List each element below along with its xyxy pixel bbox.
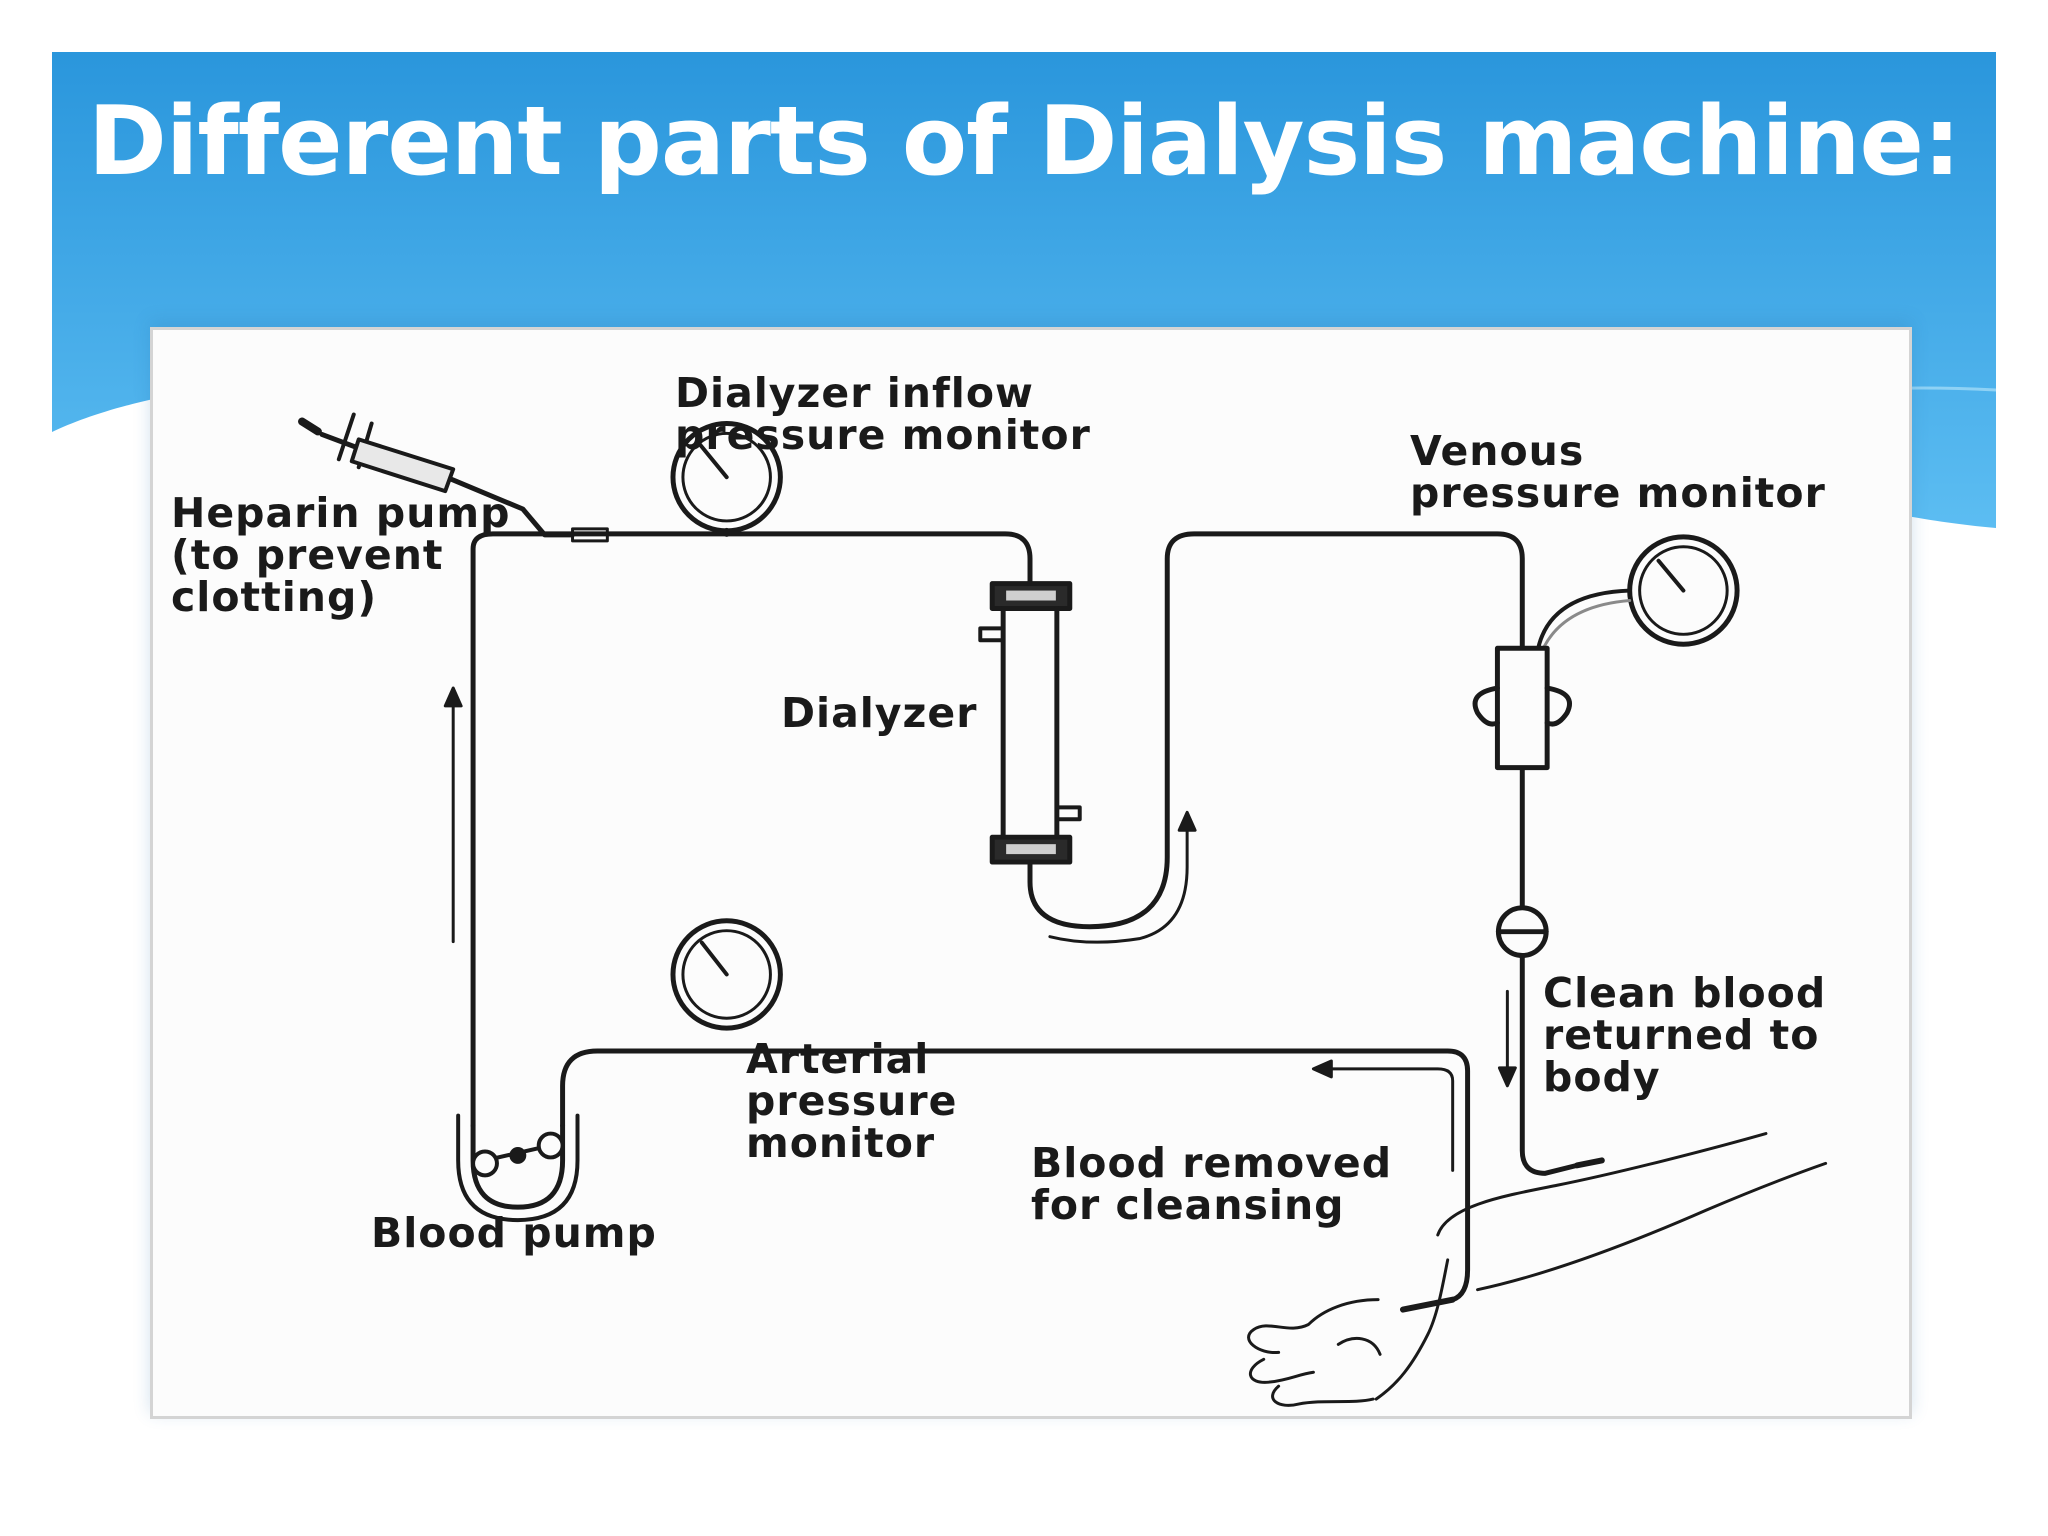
dialyzer-cartridge-icon	[978, 581, 1082, 865]
label-arterial-monitor: Arterial pressure monitor	[746, 1035, 958, 1167]
label-venous-monitor: Venous pressure monitor	[1410, 427, 1826, 517]
label-dialyzer: Dialyzer	[781, 689, 978, 737]
label-heparin-pump: Heparin pump (to prevent clotting)	[171, 489, 511, 621]
diagram-line-art	[298, 412, 1828, 1407]
roller-pump-icon	[456, 1113, 580, 1223]
air-trap-icon	[1472, 645, 1572, 771]
clamp-valve-icon	[1495, 905, 1549, 959]
label-blood-removed: Blood removed for cleansing	[1031, 1139, 1393, 1229]
label-blood-pump: Blood pump	[371, 1209, 657, 1257]
flow-arrow-down-right	[1497, 989, 1517, 1088]
tubing-dialyzer-to-venous	[1027, 531, 1525, 930]
flow-arrow-arterial	[1311, 1059, 1455, 1172]
flow-arrow-dialyzer-out	[1048, 810, 1197, 944]
arterial-gauge-icon	[670, 918, 783, 1031]
tubing-to-dialyzer	[470, 531, 1033, 1129]
venous-gauge-icon	[1535, 534, 1740, 660]
tubing-arterial-line	[560, 1048, 1471, 1313]
flow-arrow-up-left	[443, 686, 463, 944]
dialysis-diagram: Heparin pump (to prevent clotting) Dialy…	[150, 327, 1912, 1419]
syringe-icon	[298, 412, 609, 543]
label-clean-blood: Clean blood returned to body	[1543, 969, 1827, 1101]
dialyzer-inflow-gauge-icon	[670, 420, 783, 537]
slide-title: Different parts of Dialysis machine:	[88, 87, 1961, 197]
label-dialyzer-inflow-monitor: Dialyzer inflow pressure monitor	[675, 369, 1091, 459]
tubing-venous-return	[1519, 765, 1580, 1176]
arm-illustration	[1247, 1132, 1828, 1407]
